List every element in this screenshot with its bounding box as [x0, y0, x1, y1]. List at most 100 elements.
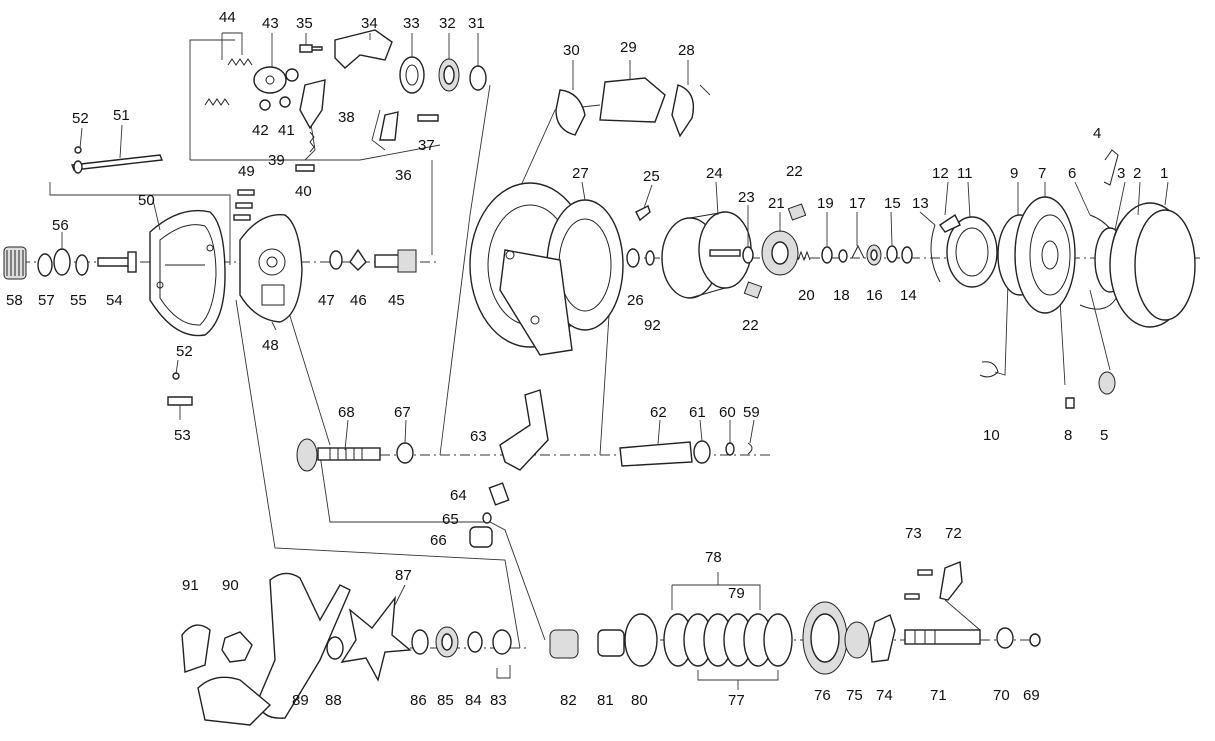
part-82-drawing [549, 629, 579, 659]
part-53-drawing [167, 396, 193, 406]
part-40-drawing [295, 164, 315, 172]
label-73: 73 [905, 525, 922, 542]
label-77: 77 [728, 692, 745, 709]
part-36-drawing [379, 111, 399, 141]
label-38: 38 [338, 109, 355, 126]
part-23-drawing [742, 246, 754, 264]
part-30-drawing [555, 89, 586, 136]
label-89: 89 [292, 692, 309, 709]
part-64-drawing [488, 482, 510, 506]
part-51-drawing [71, 154, 163, 174]
label-21: 21 [768, 195, 785, 212]
part-28-drawing [671, 84, 695, 138]
label-10: 10 [983, 427, 1000, 444]
part-90-drawing [221, 631, 253, 663]
part-88-drawing [326, 636, 344, 660]
reel-parts [3, 29, 1196, 726]
label-86: 86 [410, 692, 427, 709]
part-92-drawing [645, 250, 655, 266]
part-13-drawing [930, 224, 941, 283]
label-44: 44 [219, 9, 236, 26]
assembly-guide-lines [20, 39, 1200, 649]
part-14-drawing [901, 246, 913, 264]
label-62: 62 [650, 404, 667, 421]
label-9: 9 [1010, 165, 1018, 182]
part-61-drawing [693, 440, 711, 464]
label-60: 60 [719, 404, 736, 421]
part-20-drawing [797, 250, 811, 262]
label-45: 45 [388, 292, 405, 309]
part-91-drawing [181, 624, 211, 673]
part-65-drawing [482, 512, 492, 524]
label-33: 33 [403, 15, 420, 32]
part-7-drawing [1014, 196, 1076, 314]
part-16-drawing [866, 244, 882, 266]
part-37-drawing [417, 114, 439, 122]
label-49: 49 [238, 163, 255, 180]
label-24: 24 [706, 165, 723, 182]
part-47-drawing [329, 250, 343, 270]
label-31: 31 [468, 15, 485, 32]
part-35-drawing [299, 44, 323, 53]
part-49-drawing [233, 189, 255, 221]
label-14: 14 [900, 287, 917, 304]
label-1: 1 [1160, 165, 1168, 182]
label-50: 50 [138, 192, 155, 209]
label-84: 84 [465, 692, 482, 709]
part-69-drawing [1029, 633, 1041, 647]
label-28: 28 [678, 42, 695, 59]
label-54: 54 [106, 292, 123, 309]
part-77-79-drawing [663, 613, 793, 667]
label-4: 4 [1093, 125, 1101, 142]
part-4-drawing [1103, 149, 1119, 186]
part-41-drawing [279, 96, 291, 108]
part-80-drawing [624, 613, 658, 667]
label-41: 41 [278, 122, 295, 139]
label-71: 71 [930, 687, 947, 704]
part-72-drawing [939, 561, 963, 601]
label-7: 7 [1038, 165, 1046, 182]
part-25-drawing [635, 205, 651, 222]
label-26: 26 [627, 292, 644, 309]
part-46-drawing [349, 248, 367, 271]
label-72: 72 [945, 525, 962, 542]
label-39: 39 [268, 152, 285, 169]
part-39-drawing [309, 131, 315, 153]
label-66: 66 [430, 532, 447, 549]
part-70-drawing [996, 627, 1014, 649]
part-10-drawing [979, 361, 999, 378]
label-76: 76 [814, 687, 831, 704]
part-63-drawing [499, 389, 549, 471]
part-50-drawing [149, 209, 226, 337]
label-68: 68 [338, 404, 355, 421]
part-12-drawing [939, 213, 961, 233]
part-26-drawing [626, 248, 640, 268]
label-20: 20 [798, 287, 815, 304]
label-63: 63 [470, 428, 487, 445]
label-40: 40 [295, 183, 312, 200]
label-46: 46 [350, 292, 367, 309]
label-67: 67 [394, 404, 411, 421]
label-48: 48 [262, 337, 279, 354]
part-38-drawing [299, 79, 326, 130]
part-89-drawing [197, 572, 351, 726]
label-90: 90 [222, 577, 239, 594]
part-45-drawing [374, 249, 417, 273]
label-12: 12 [932, 165, 949, 182]
label-3: 3 [1117, 165, 1125, 182]
label-18: 18 [833, 287, 850, 304]
label-42: 42 [252, 122, 269, 139]
part-18-drawing [838, 249, 848, 263]
label-47: 47 [318, 292, 335, 309]
part-68-drawing [296, 438, 381, 472]
part-67-drawing [396, 442, 414, 464]
part-48-drawing [239, 214, 303, 323]
part-85-drawing [435, 626, 459, 658]
label-22a: 22 [786, 163, 803, 180]
label-87: 87 [395, 567, 412, 584]
label-53: 53 [174, 427, 191, 444]
part-number-labels: 1 2 3 4 5 6 7 8 9 10 11 12 13 14 15 16 1… [6, 9, 1168, 709]
label-32: 32 [439, 15, 456, 32]
part-29-drawing [599, 77, 666, 123]
